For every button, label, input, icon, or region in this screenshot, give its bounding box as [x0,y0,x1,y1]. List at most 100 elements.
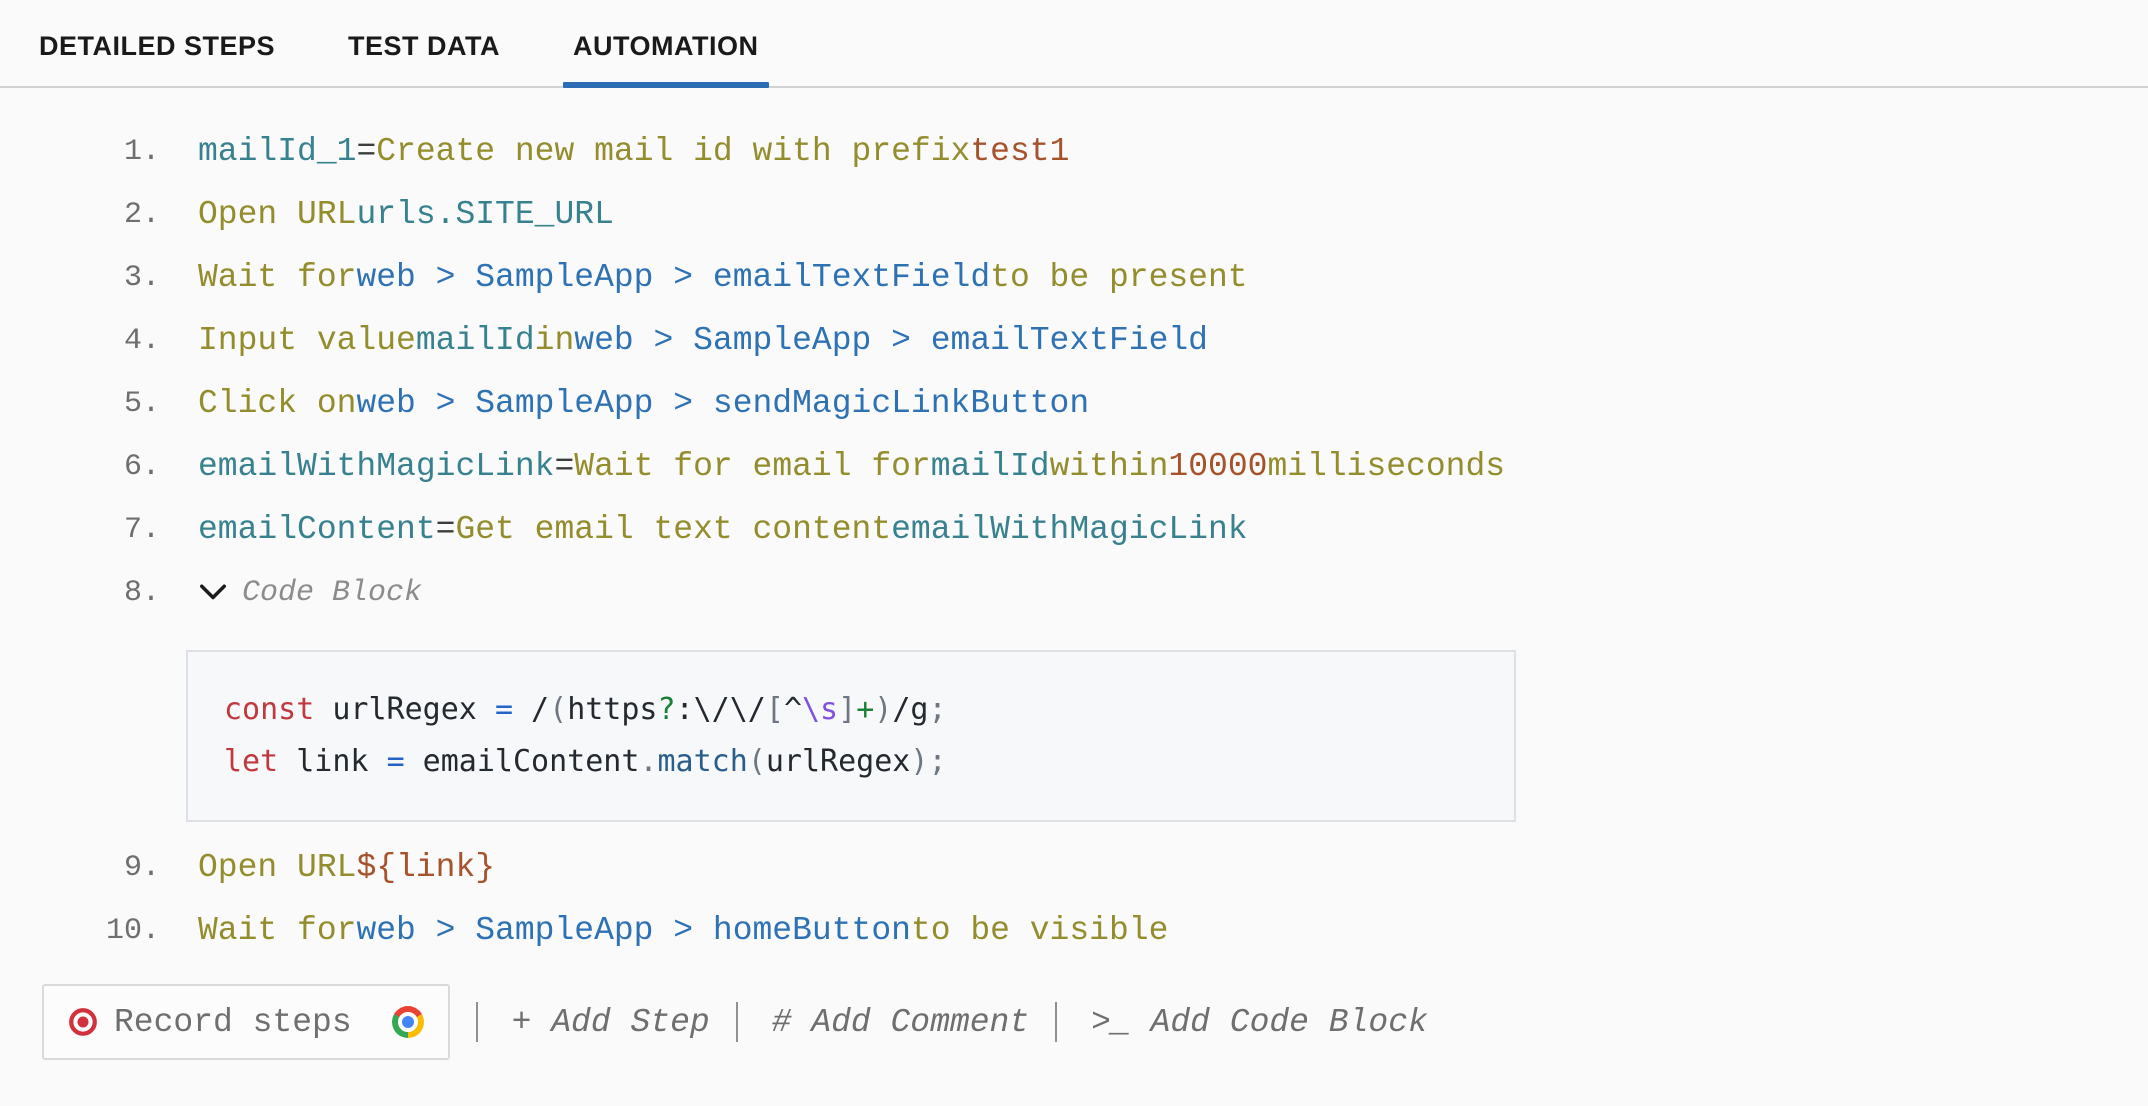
code-token-punctuation: ; [928,692,947,727]
steps-list: 1. mailId_1 = Create new mail id with pre… [0,88,2148,962]
code-token-plain: link [278,744,387,779]
step-token-value[interactable]: ${link} [356,849,496,886]
step-content: Wait for web > SampleApp > homeButton to… [198,912,1168,949]
step-row[interactable]: 7.emailContent = Get email text content … [0,498,2148,561]
step-row[interactable]: 5. Click on web > SampleApp > sendMagicLi… [0,372,2148,435]
record-steps-button[interactable]: Record steps [42,984,450,1060]
record-steps-label: Record steps [114,1003,352,1041]
step-content: Wait for web > SampleApp > emailTextFiel… [198,259,1248,296]
chrome-icon [391,1006,424,1038]
code-block-editor[interactable]: const urlRegex = /(https?:\/\/[^\s]+)/g;… [186,650,1516,822]
step-token-action: to be visible [910,912,1169,949]
step-token-path[interactable]: web > SampleApp > emailTextField [356,259,991,296]
step-token-variable[interactable]: emailWithMagicLink [891,511,1248,548]
tab-automation[interactable]: AUTOMATION [563,31,769,88]
step-token-action: to be present [990,259,1248,296]
code-token-punctuation: ( [747,744,766,779]
step-token-action: Click on [198,385,357,422]
step-row[interactable]: 10. Wait for web > SampleApp > homeButton… [0,899,2148,962]
step-token-variable[interactable]: mailId [415,322,535,359]
code-token-operator: = [386,744,405,779]
code-token-punctuation: ) [910,744,929,779]
code-token-quantifier: + [856,692,875,727]
step-number: 4. [123,323,160,358]
step-token-value[interactable]: test1 [970,133,1070,170]
code-line: const urlRegex = /(https?:\/\/[^\s]+)/g; [224,684,1478,736]
chevron-down-icon[interactable] [198,583,228,602]
step-content: emailWithMagicLink = Wait for email for … [198,448,1505,485]
record-icon [69,1008,97,1036]
step-token-action: in [534,322,575,359]
tab-test-data[interactable]: TEST DATA [338,31,510,86]
step-content: Code Block [198,576,422,610]
code-token-function: match [657,744,748,779]
add-code-block-button[interactable]: >_ Add Code Block [1091,1003,1428,1041]
step-token-operator: = [435,511,456,548]
step-number: 7. [123,512,160,547]
step-token-variable[interactable]: mailId [930,448,1050,485]
step-token-operator: = [356,133,377,170]
step-number: 10. [105,913,160,948]
step-number: 1. [123,134,160,169]
step-token-path[interactable]: web > SampleApp > sendMagicLinkButton [356,385,1090,422]
add-comment-button[interactable]: # Add Comment [771,1003,1030,1041]
step-token-action: within [1049,448,1169,485]
step-token-path[interactable]: web > SampleApp > emailTextField [574,322,1208,359]
step-number: 5. [123,386,160,421]
tab-label: TEST DATA [348,31,501,61]
step-row[interactable]: 8.Code Block [0,561,2148,624]
code-token-punctuation: ) [874,692,893,727]
chrome-icon-center [397,1012,418,1032]
code-token-punctuation: ; [928,744,947,779]
step-content: Input value mailId in web > SampleApp > … [198,322,1208,359]
step-number: 6. [123,449,160,484]
step-content: mailId_1 = Create new mail id with prefi… [198,133,1069,170]
step-row[interactable]: 6. emailWithMagicLink = Wait for email fo… [0,435,2148,498]
step-token-variable[interactable]: mailId_1 [198,133,357,170]
code-token-plain: :\/\/ [675,692,766,727]
step-token-action: Wait for email for [574,448,931,485]
code-token-punctuation: ( [549,692,568,727]
code-token-plain: urlRegex [765,744,911,779]
step-token-variable[interactable]: urls.SITE_URL [356,196,614,233]
step-token-action: Input value [198,322,416,359]
step-number: 9. [123,850,160,885]
step-token-variable[interactable]: emailWithMagicLink [198,448,555,485]
step-token-action: Wait for [198,259,357,296]
step-row[interactable]: 3.Wait for web > SampleApp > emailTextFi… [0,246,2148,309]
code-token-plain: / [513,692,550,727]
step-row[interactable]: 4. Input value mailId in web > SampleApp … [0,309,2148,372]
step-content: Open URL ${link} [198,849,495,886]
step-row[interactable]: 2.Open URL urls.SITE_URL [0,183,2148,246]
code-token-keyword: let [224,744,279,779]
steps-toolbar: Record steps + Add Step # Add Comment >_… [42,984,2148,1060]
step-row[interactable]: 1. mailId_1 = Create new mail id with pre… [0,120,2148,183]
step-token-action: Get email text content [455,511,892,548]
step-token-value[interactable]: 10000 [1168,448,1268,485]
tab-label: AUTOMATION [573,31,759,61]
code-token-punctuation: ] [838,692,857,727]
code-token-charclass: \s [802,692,839,727]
code-token-plain: urlRegex [314,692,495,727]
step-token-action: Open URL [198,849,357,886]
code-token-plain: ^ [783,692,802,727]
tab-label: DETAILED STEPS [39,31,276,61]
toolbar-divider [475,1002,478,1042]
code-token-keyword: const [224,692,315,727]
step-token-action: Wait for [198,912,357,949]
active-tab-indicator [563,82,769,88]
step-content: Click on web > SampleApp > sendMagicLink… [198,385,1089,422]
step-token-variable[interactable]: emailContent [198,511,436,548]
step-content: Open URL urls.SITE_URL [198,196,614,233]
tab-detailed-steps[interactable]: DETAILED STEPS [29,31,285,86]
step-token-action: Create new mail id with prefix [376,133,971,170]
code-token-plain: emailContent [404,744,640,779]
code-token-punctuation: [ [765,692,784,727]
code-token-plain: https [567,692,658,727]
step-token-path[interactable]: web > SampleApp > homeButton [356,912,911,949]
code-line: let link = emailContent.match(urlRegex); [224,736,1478,788]
toolbar-divider [1055,1002,1058,1042]
step-token-action: Open URL [198,196,357,233]
add-step-button[interactable]: + Add Step [511,1003,710,1041]
step-row[interactable]: 9. Open URL ${link} [0,836,2148,899]
